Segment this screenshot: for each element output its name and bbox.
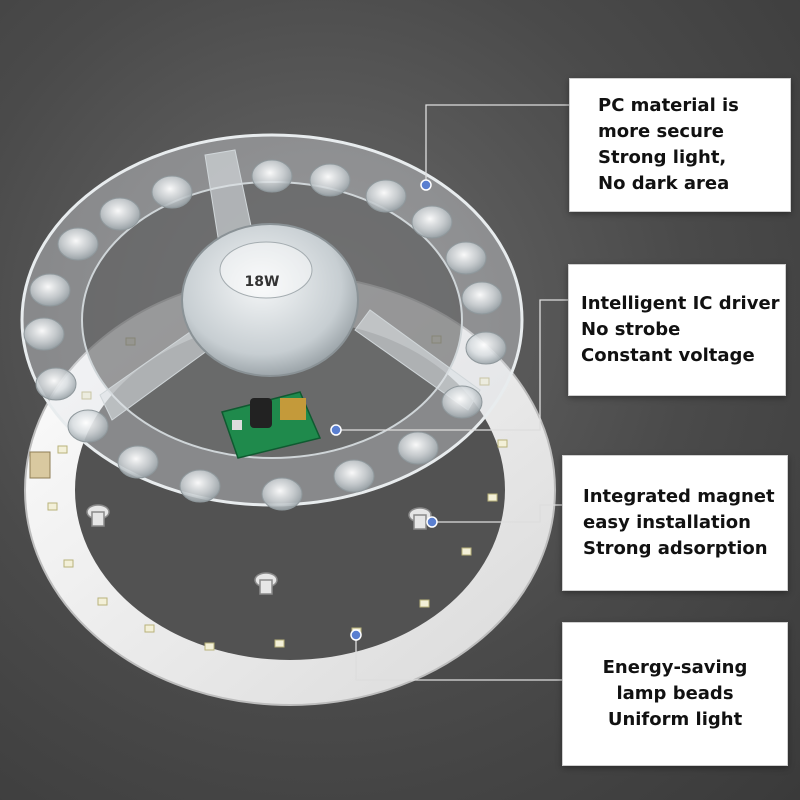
pc-lens-ring: 18W	[20, 133, 524, 511]
callout-4-line-3: Uniform light	[607, 709, 743, 730]
callout-lamp-beads: Energy-saving lamp beads Uniform light	[562, 622, 788, 766]
marker-dot-1	[420, 179, 432, 191]
marker-dot-3	[426, 516, 438, 528]
callout-2-line-3: Constant voltage	[581, 345, 755, 366]
callout-2-line-1: Intelligent IC driver	[581, 293, 780, 314]
magnet-group	[86, 504, 432, 595]
leader-lines	[336, 104, 569, 681]
lens-group	[23, 159, 507, 511]
callout-ic-driver: Intelligent IC driver No strobe Constant…	[568, 264, 786, 396]
hub-power-label: 18W	[245, 274, 280, 290]
callout-4-line-1: Energy-saving	[602, 657, 748, 678]
callout-1-line-3: Strong light,	[598, 147, 727, 168]
marker-dot-2	[330, 424, 342, 436]
callout-1-line-2: more secure	[598, 121, 724, 142]
marker-dot-4	[350, 629, 362, 641]
callout-1-line-4: No dark area	[598, 173, 730, 194]
spoke-right	[354, 309, 481, 411]
callout-1-line-1: PC material is	[598, 95, 739, 116]
leader-line-3	[432, 504, 562, 523]
callout-3-line-1: Integrated magnet	[583, 486, 775, 507]
driver-pcb	[221, 391, 322, 459]
callout-4-line-2: lamp beads	[616, 683, 734, 704]
callout-2-line-2: No strobe	[581, 319, 681, 340]
leader-line-2	[336, 299, 568, 431]
callout-3-line-2: easy installation	[583, 512, 751, 533]
center-hub: 18W	[181, 223, 359, 377]
callout-magnet: Integrated magnet easy installation Stro…	[562, 455, 788, 591]
marker-dots	[330, 179, 438, 641]
callout-pc-material: PC material is more secure Strong light,…	[569, 78, 791, 212]
leader-line-1	[425, 104, 569, 185]
board-connector	[29, 451, 51, 479]
leader-line-4	[355, 635, 562, 681]
callout-3-line-3: Strong adsorption	[583, 538, 768, 559]
